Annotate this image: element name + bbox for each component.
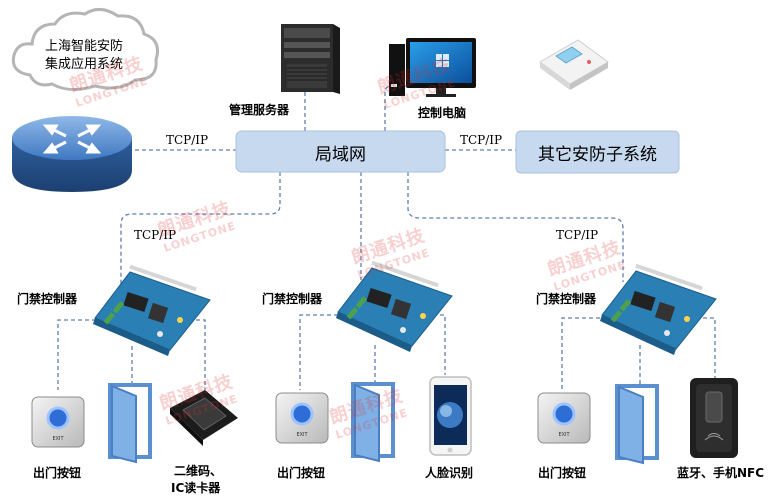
protocol-label-other: TCP/IP (460, 133, 503, 147)
reader-label-1-line1: 二维码、 (174, 464, 223, 478)
protocol-label-group-3: TCP/IP (556, 228, 599, 242)
controller-label-2: 门禁控制器 (262, 292, 323, 306)
cloud-line-1: 上海智能安防 (44, 39, 123, 54)
pc-icon (389, 38, 476, 97)
controller-board-2 (336, 260, 453, 352)
controller-label-3: 门禁控制器 (536, 292, 597, 306)
face-recognition-tablet-icon (429, 376, 472, 456)
exit-button-label-1: 出门按钮 (33, 466, 82, 480)
other-system-label: 其它安防子系统 (538, 145, 657, 165)
exit-button-2: EXIT (275, 392, 329, 444)
controller-label-1: 门禁控制器 (17, 292, 78, 306)
server-label: 管理服务器 (229, 103, 290, 117)
qr-ic-reader-icon (170, 390, 238, 446)
exit-button-1: EXIT (31, 396, 85, 448)
router-icon (12, 116, 132, 192)
svg-text:EXIT: EXIT (52, 436, 64, 442)
pc-label: 控制电脑 (418, 106, 467, 120)
bluetooth-nfc-reader-icon (690, 378, 738, 458)
protocol-label-group-1: TCP/IP (134, 228, 177, 242)
exit-button-label-2: 出门按钮 (277, 466, 326, 480)
reader-label-3: 蓝牙、手机NFC (677, 466, 765, 480)
reader-label-2: 人脸识别 (425, 466, 474, 480)
exit-button-label-3: 出门按钮 (538, 466, 587, 480)
door-2 (351, 382, 395, 463)
svg-text:EXIT: EXIT (558, 432, 570, 438)
lan-box (235, 130, 446, 173)
protocol-label-router: TCP/IP (166, 133, 209, 147)
door-3 (615, 384, 659, 465)
exit-button-3: EXIT (537, 392, 591, 444)
reader-label-1-line2: IC读卡器 (171, 481, 221, 495)
desktop-card-reader-icon (539, 39, 609, 90)
lan-label: 局域网 (315, 145, 366, 165)
cloud-label: 上海智能安防 集成应用系统 (24, 38, 144, 74)
controller-board-1 (93, 264, 211, 356)
svg-text:EXIT: EXIT (296, 432, 308, 438)
controller-board-3 (600, 263, 717, 355)
cloud-line-2: 集成应用系统 (44, 57, 123, 72)
server-icon (281, 24, 340, 94)
door-1 (108, 383, 152, 464)
other-system-box (515, 130, 680, 174)
cloud-shape (11, 8, 159, 91)
